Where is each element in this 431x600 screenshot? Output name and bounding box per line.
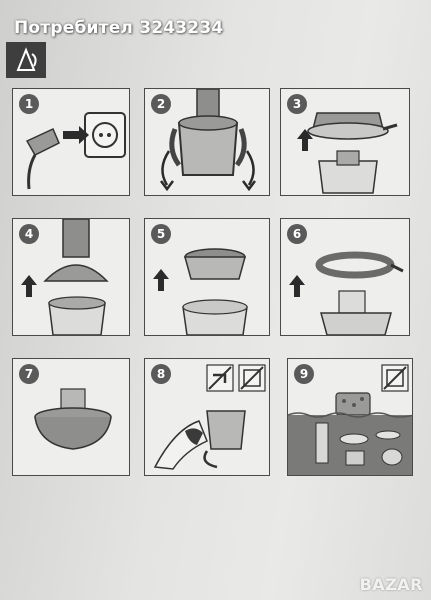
sponge-icon xyxy=(335,392,371,416)
pusher-icon xyxy=(43,219,109,282)
step-2-badge: 2 xyxy=(151,94,171,114)
arrow-right-icon xyxy=(63,126,89,144)
step-5-badge: 5 xyxy=(151,224,171,244)
water-icon xyxy=(288,412,412,475)
step-8-panel: 8 xyxy=(144,358,270,476)
no-dishwasher-icon xyxy=(238,364,266,392)
arrow-up-icon xyxy=(297,129,313,151)
bowl-icon xyxy=(34,388,112,450)
cloth-icon xyxy=(153,420,208,470)
arrow-up-icon xyxy=(21,275,37,297)
ring-icon xyxy=(315,251,404,279)
rotate-arrow-icon xyxy=(160,150,256,192)
step-6-panel: 6 xyxy=(280,218,410,336)
step-8-badge: 8 xyxy=(151,364,171,384)
no-tap-icon xyxy=(206,364,234,392)
step-2-panel: 2 xyxy=(144,88,270,196)
step-1-panel: 1 xyxy=(12,88,130,196)
step-4-badge: 4 xyxy=(19,224,39,244)
socket-icon xyxy=(84,112,126,158)
arrow-up-icon xyxy=(289,275,305,297)
step-5-panel: 5 xyxy=(144,218,270,336)
juicer-base-icon xyxy=(169,89,247,176)
step-9-panel: 9 xyxy=(287,358,413,476)
step-6-badge: 6 xyxy=(287,224,307,244)
watermark: BAZAR xyxy=(359,575,423,594)
step-4-panel: 4 xyxy=(12,218,130,336)
user-label: Потребител 3243234 xyxy=(14,18,224,38)
no-dishwasher-icon xyxy=(381,364,409,392)
step-3-panel: 3 xyxy=(280,88,410,196)
filter-icon xyxy=(184,248,246,280)
plug-icon xyxy=(25,127,60,190)
cleaning-icon xyxy=(6,42,46,78)
step-3-badge: 3 xyxy=(287,94,307,114)
step-7-panel: 7 xyxy=(12,358,130,476)
step-1-badge: 1 xyxy=(19,94,39,114)
step-7-badge: 7 xyxy=(19,364,39,384)
lid-icon xyxy=(307,112,398,140)
arrow-up-icon xyxy=(153,269,169,291)
step-9-badge: 9 xyxy=(294,364,314,384)
